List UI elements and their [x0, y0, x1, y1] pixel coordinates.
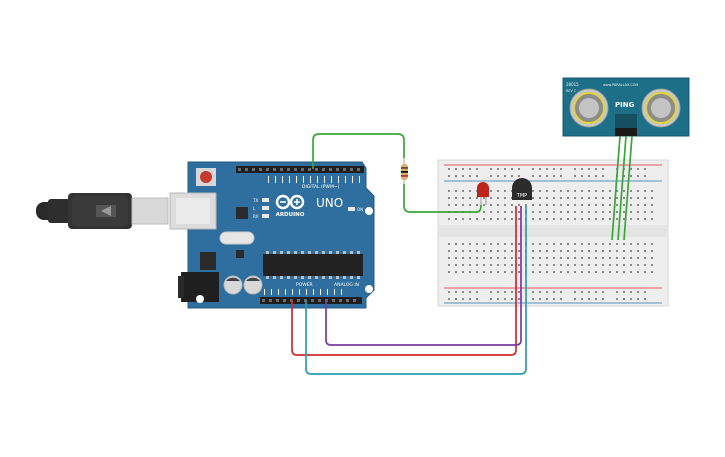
wire-green-digital	[312, 133, 405, 169]
resistor[interactable]	[401, 158, 408, 184]
temperature-sensor[interactable]: TMP	[512, 178, 532, 200]
model-label: UNO	[316, 196, 343, 210]
led-tx-label: TX	[252, 198, 258, 203]
power-label: POWER	[296, 282, 313, 288]
arduino-logo-icon	[275, 194, 305, 210]
ping-rev: REV C	[566, 89, 577, 93]
arduino-uno-board[interactable]: L TX RX ON ARDUINO UNO DIGITAL (PWM~) PO…	[169, 161, 375, 309]
ping-site: www.PARALLAX.COM	[603, 83, 638, 87]
atmega-chip	[263, 254, 363, 276]
wire-teal-gnd	[305, 206, 527, 375]
wire-ping-sig	[623, 135, 633, 241]
wire-red-5v	[291, 206, 517, 356]
ping-label: PING	[615, 101, 635, 109]
wire-green-resistor	[403, 184, 482, 213]
wire-purple-a0	[325, 206, 522, 346]
crystal-oscillator	[219, 231, 255, 245]
ping-model: 28015	[566, 82, 579, 87]
led-rx-label: RX	[253, 214, 259, 219]
usb-cable[interactable]	[36, 193, 169, 229]
on-label: ON	[357, 207, 363, 212]
wires	[291, 133, 633, 375]
ping-header[interactable]	[615, 128, 637, 136]
tmp-label: TMP	[516, 193, 527, 199]
ultrasonic-sensor[interactable]: PING www.PARALLAX.COM 28015 REV C	[562, 77, 690, 137]
led-l-label: L	[253, 206, 256, 211]
digital-header[interactable]	[236, 166, 364, 173]
red-led[interactable]	[477, 182, 489, 205]
breadboard[interactable]	[437, 159, 669, 307]
digital-label: DIGITAL (PWM~)	[302, 184, 340, 190]
wire-ping-5v	[617, 135, 627, 241]
brand-label: ARDUINO	[276, 212, 305, 218]
analog-label: ANALOG IN	[334, 282, 359, 288]
wire-ping-gnd	[611, 135, 621, 241]
